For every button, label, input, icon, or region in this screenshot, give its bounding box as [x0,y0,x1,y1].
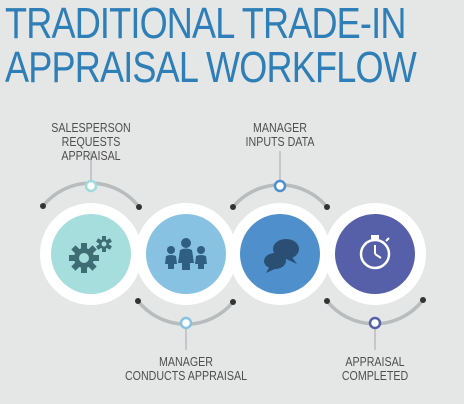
connector-dot [135,298,141,304]
connector-dot [420,297,426,303]
step-3 [229,203,331,305]
title-line-2: APPRAISAL WORKFLOW [5,43,417,92]
step-circles [40,203,426,305]
step-3-label-line-2: INPUTS DATA [245,134,315,149]
step-2-label-line-1: MANAGER [159,354,213,369]
connector-dot [136,204,142,210]
connector-dot [230,299,236,305]
step-3-label-line-1: MANAGER [253,120,307,135]
step-4 [324,203,426,305]
speech-bubbles-icon [264,239,299,273]
step-4-label: APPRAISAL COMPLETED [326,355,424,383]
gears-icon [69,236,112,273]
page-title: TRADITIONAL TRADE-IN APPRAISAL WORKFLOW [5,0,417,92]
marker-ring-4 [368,316,382,330]
stopwatch-icon [359,235,391,270]
marker-ring-1 [84,179,98,193]
leader-lines [90,151,376,350]
step-4-label-line-2: COMPLETED [341,368,409,383]
connector-dot [40,203,46,209]
people-icon [165,238,207,270]
step-1-label: SALESPERSON REQUESTS APPRAISAL [34,121,149,163]
connector-dot [230,204,236,210]
step-2-label: MANAGER CONDUCTS APPRAISAL [125,355,248,383]
marker-ring-2 [179,316,193,330]
marker-ring-3 [273,179,287,193]
step-4-label-line-1: APPRAISAL [345,354,405,369]
connector-dots [40,203,426,305]
step-3-label: MANAGER INPUTS DATA [227,121,334,149]
title-line-1: TRADITIONAL TRADE-IN [5,0,406,48]
step-1-label-line-1: SALESPERSON [51,120,131,135]
step-2 [135,203,237,305]
marker-rings [84,179,382,330]
connector-dot [324,298,330,304]
step-1-label-line-2: REQUESTS APPRAISAL [61,134,121,163]
connector-dot [324,204,330,210]
step-1 [40,203,142,305]
step-2-label-line-2: CONDUCTS APPRAISAL [124,368,248,383]
